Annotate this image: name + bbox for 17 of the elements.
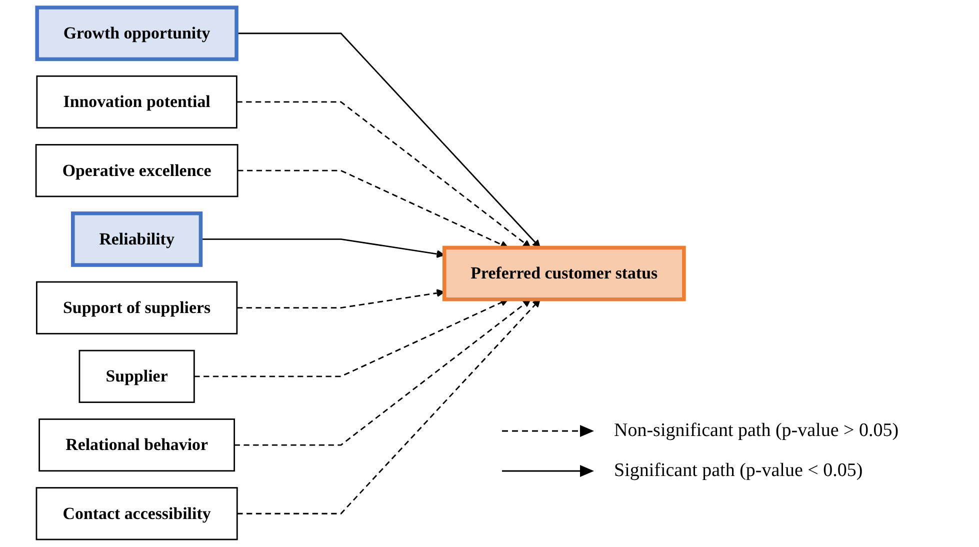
arrow: [236, 101, 531, 248]
node-box: Supplier: [78, 350, 195, 403]
node-box: Contact accessibility: [36, 487, 238, 540]
arrow: [238, 170, 508, 248]
node-box: Support of suppliers: [36, 281, 238, 334]
arrow: [194, 298, 508, 378]
node-box: Preferred customer status: [442, 246, 686, 302]
legend-text: Significant path (p-value < 0.05): [614, 460, 863, 482]
node-box: Innovation potential: [36, 75, 238, 129]
node-box: Relational behavior: [38, 418, 236, 472]
node-box: Reliability: [71, 211, 203, 267]
arrow: [234, 298, 531, 446]
arrow: [237, 298, 540, 514]
node-box: Growth opportunity: [35, 6, 238, 62]
legend-text: Non-significant path (p-value > 0.05): [614, 420, 899, 442]
arrow: [236, 32, 540, 248]
node-box: Operative excellence: [35, 144, 238, 198]
